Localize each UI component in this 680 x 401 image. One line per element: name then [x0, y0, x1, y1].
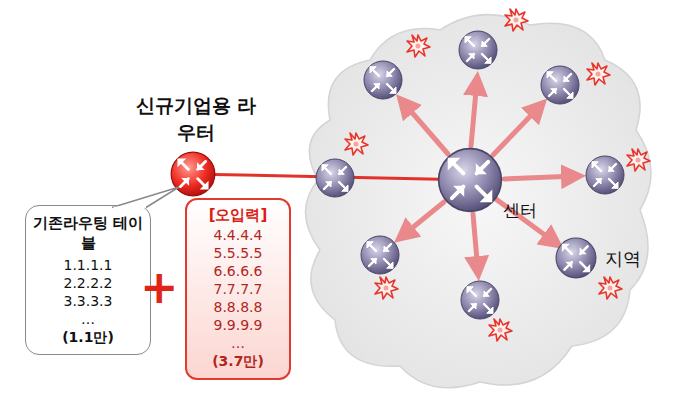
- callout-tail-join: [114, 207, 145, 210]
- router-glyph: [171, 152, 215, 196]
- region-routers: [361, 31, 624, 319]
- callout-tail-shape: [112, 187, 179, 208]
- router-icon: [170, 151, 216, 197]
- wrong-route-entry: …: [191, 334, 285, 352]
- error-bursts: [345, 9, 650, 341]
- route-entry: …: [30, 310, 146, 328]
- wrong-route-entry: 7.7.7.7: [191, 280, 285, 298]
- router-glyph: [439, 149, 502, 212]
- wrong-route-entry: 9.9.9.9: [191, 316, 285, 334]
- table-heading: 기존라우팅 테이블: [30, 213, 146, 253]
- error-table-box: [오입력] 4.4.4.45.5.5.56.6.6.67.7.7.78.8.8.8…: [185, 198, 291, 380]
- error-heading: [오입력]: [191, 206, 285, 224]
- router-icon: [437, 147, 503, 213]
- traffic-arrows: [401, 80, 577, 272]
- plus-sign: +: [140, 262, 179, 312]
- route-entry: 1.1.1.1: [30, 256, 146, 274]
- wrong-route-entry: 6.6.6.6: [191, 262, 285, 280]
- router-node: 센터: [435, 145, 547, 227]
- cloud-outline: [305, 15, 651, 388]
- wrong-route-entry: 4.4.4.4: [191, 226, 285, 244]
- router-icon: [555, 237, 597, 279]
- link-line: [495, 198, 557, 243]
- wrong-route-entry: 5.5.5.5: [191, 244, 285, 262]
- route-entry: 3.3.3.3: [30, 292, 146, 310]
- callout-bubble: 기존라우팅 테이블 1.1.1.12.2.2.23.3.3.3…(1.1만): [25, 205, 151, 355]
- router-glyph: [556, 238, 596, 278]
- route-entry: (1.1만): [30, 328, 146, 346]
- router-node: 신규기업용 라우터: [130, 92, 262, 200]
- center-label: 센터: [503, 199, 537, 222]
- wrong-route-entry: (3.7만): [191, 352, 285, 370]
- wrong-route-entry: 8.8.8.8: [191, 298, 285, 316]
- region-label: 지역: [605, 247, 641, 271]
- router-node: 지역: [553, 235, 663, 281]
- route-entry: 2.2.2.2: [30, 274, 146, 292]
- router-heading: 신규기업용 라우터: [130, 92, 262, 146]
